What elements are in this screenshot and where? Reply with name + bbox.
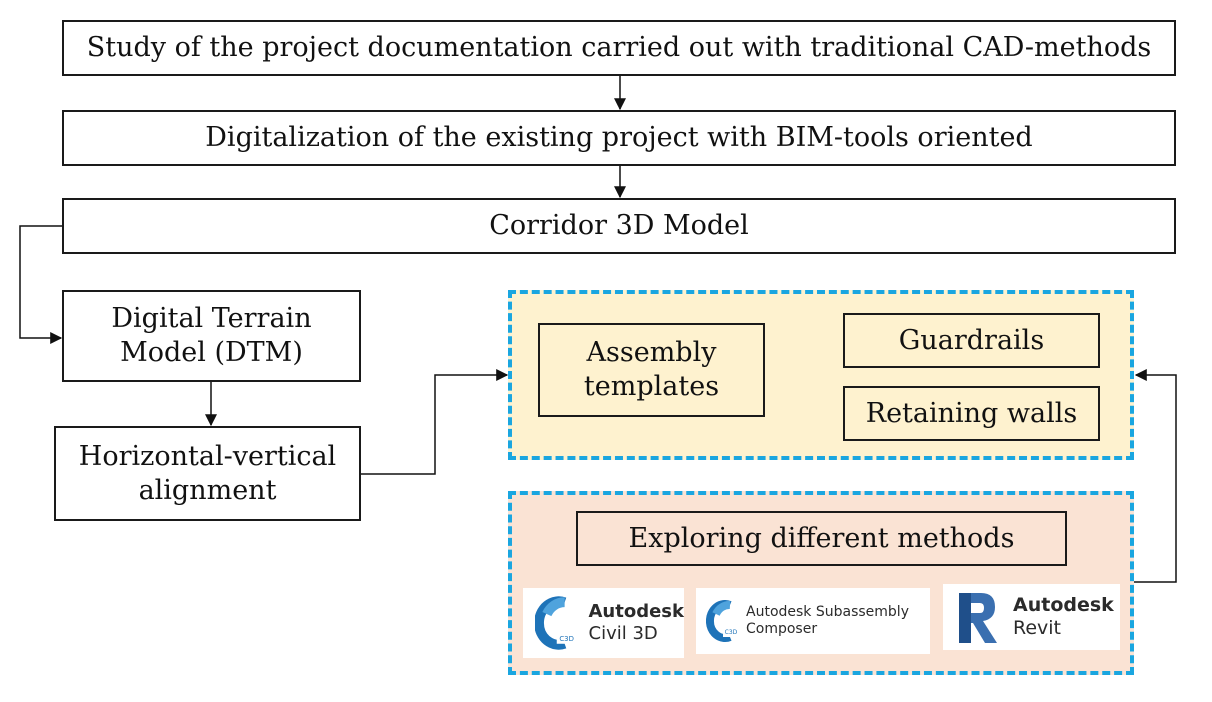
guardrails-label: Guardrails: [898, 324, 1045, 356]
alignment-label: Horizontal-vertical alignment: [78, 440, 337, 506]
civil-3d-product: Civil 3D: [588, 623, 658, 644]
svg-text:C3D: C3D: [725, 629, 738, 636]
assembly-templates-box: Assembly templates: [538, 323, 765, 417]
study-box: Study of the project documentation carri…: [62, 20, 1176, 76]
alignment-box: Horizontal-vertical alignment: [54, 426, 361, 521]
subassembly-product: Composer: [746, 621, 818, 637]
civil-3d-icon: C3D: [535, 596, 577, 650]
revit-brand: Autodesk: [1013, 594, 1114, 617]
digitalization-label: Digitalization of the existing project w…: [205, 122, 1033, 154]
svg-text:C3D: C3D: [559, 635, 574, 643]
subassembly-composer-icon: C3D: [706, 600, 739, 642]
corridor-label: Corridor 3D Model: [489, 210, 749, 242]
guardrails-box: Guardrails: [843, 313, 1100, 368]
revit-logo: Autodesk Revit: [943, 584, 1120, 650]
retaining-walls-label: Retaining walls: [865, 397, 1078, 429]
study-label: Study of the project documentation carri…: [86, 32, 1152, 64]
civil-3d-logo: C3D Autodesk Civil 3D: [523, 588, 684, 658]
arrow-corridor-to-dtm: [19, 225, 63, 344]
civil-3d-brand: Autodesk: [588, 601, 685, 623]
revit-icon: [959, 593, 997, 643]
assembly-templates-label: Assembly templates: [583, 337, 720, 402]
exploring-methods-label: Exploring different methods: [628, 522, 1015, 554]
subassembly-composer-logo: C3D Autodesk Subassembly Composer: [696, 588, 930, 654]
revit-product: Revit: [1013, 617, 1062, 639]
dtm-label: Digital Terrain Model (DTM): [111, 303, 312, 368]
dtm-box: Digital Terrain Model (DTM): [62, 290, 361, 382]
digitalization-box: Digitalization of the existing project w…: [62, 110, 1176, 166]
arrow-alignment-to-assembly: [361, 369, 509, 475]
exploring-methods-box: Exploring different methods: [576, 511, 1067, 566]
subassembly-brand: Autodesk Subassembly: [746, 604, 909, 621]
corridor-box: Corridor 3D Model: [62, 198, 1176, 254]
arrow-methods-to-assembly: [1134, 369, 1177, 583]
retaining-walls-box: Retaining walls: [843, 386, 1100, 441]
